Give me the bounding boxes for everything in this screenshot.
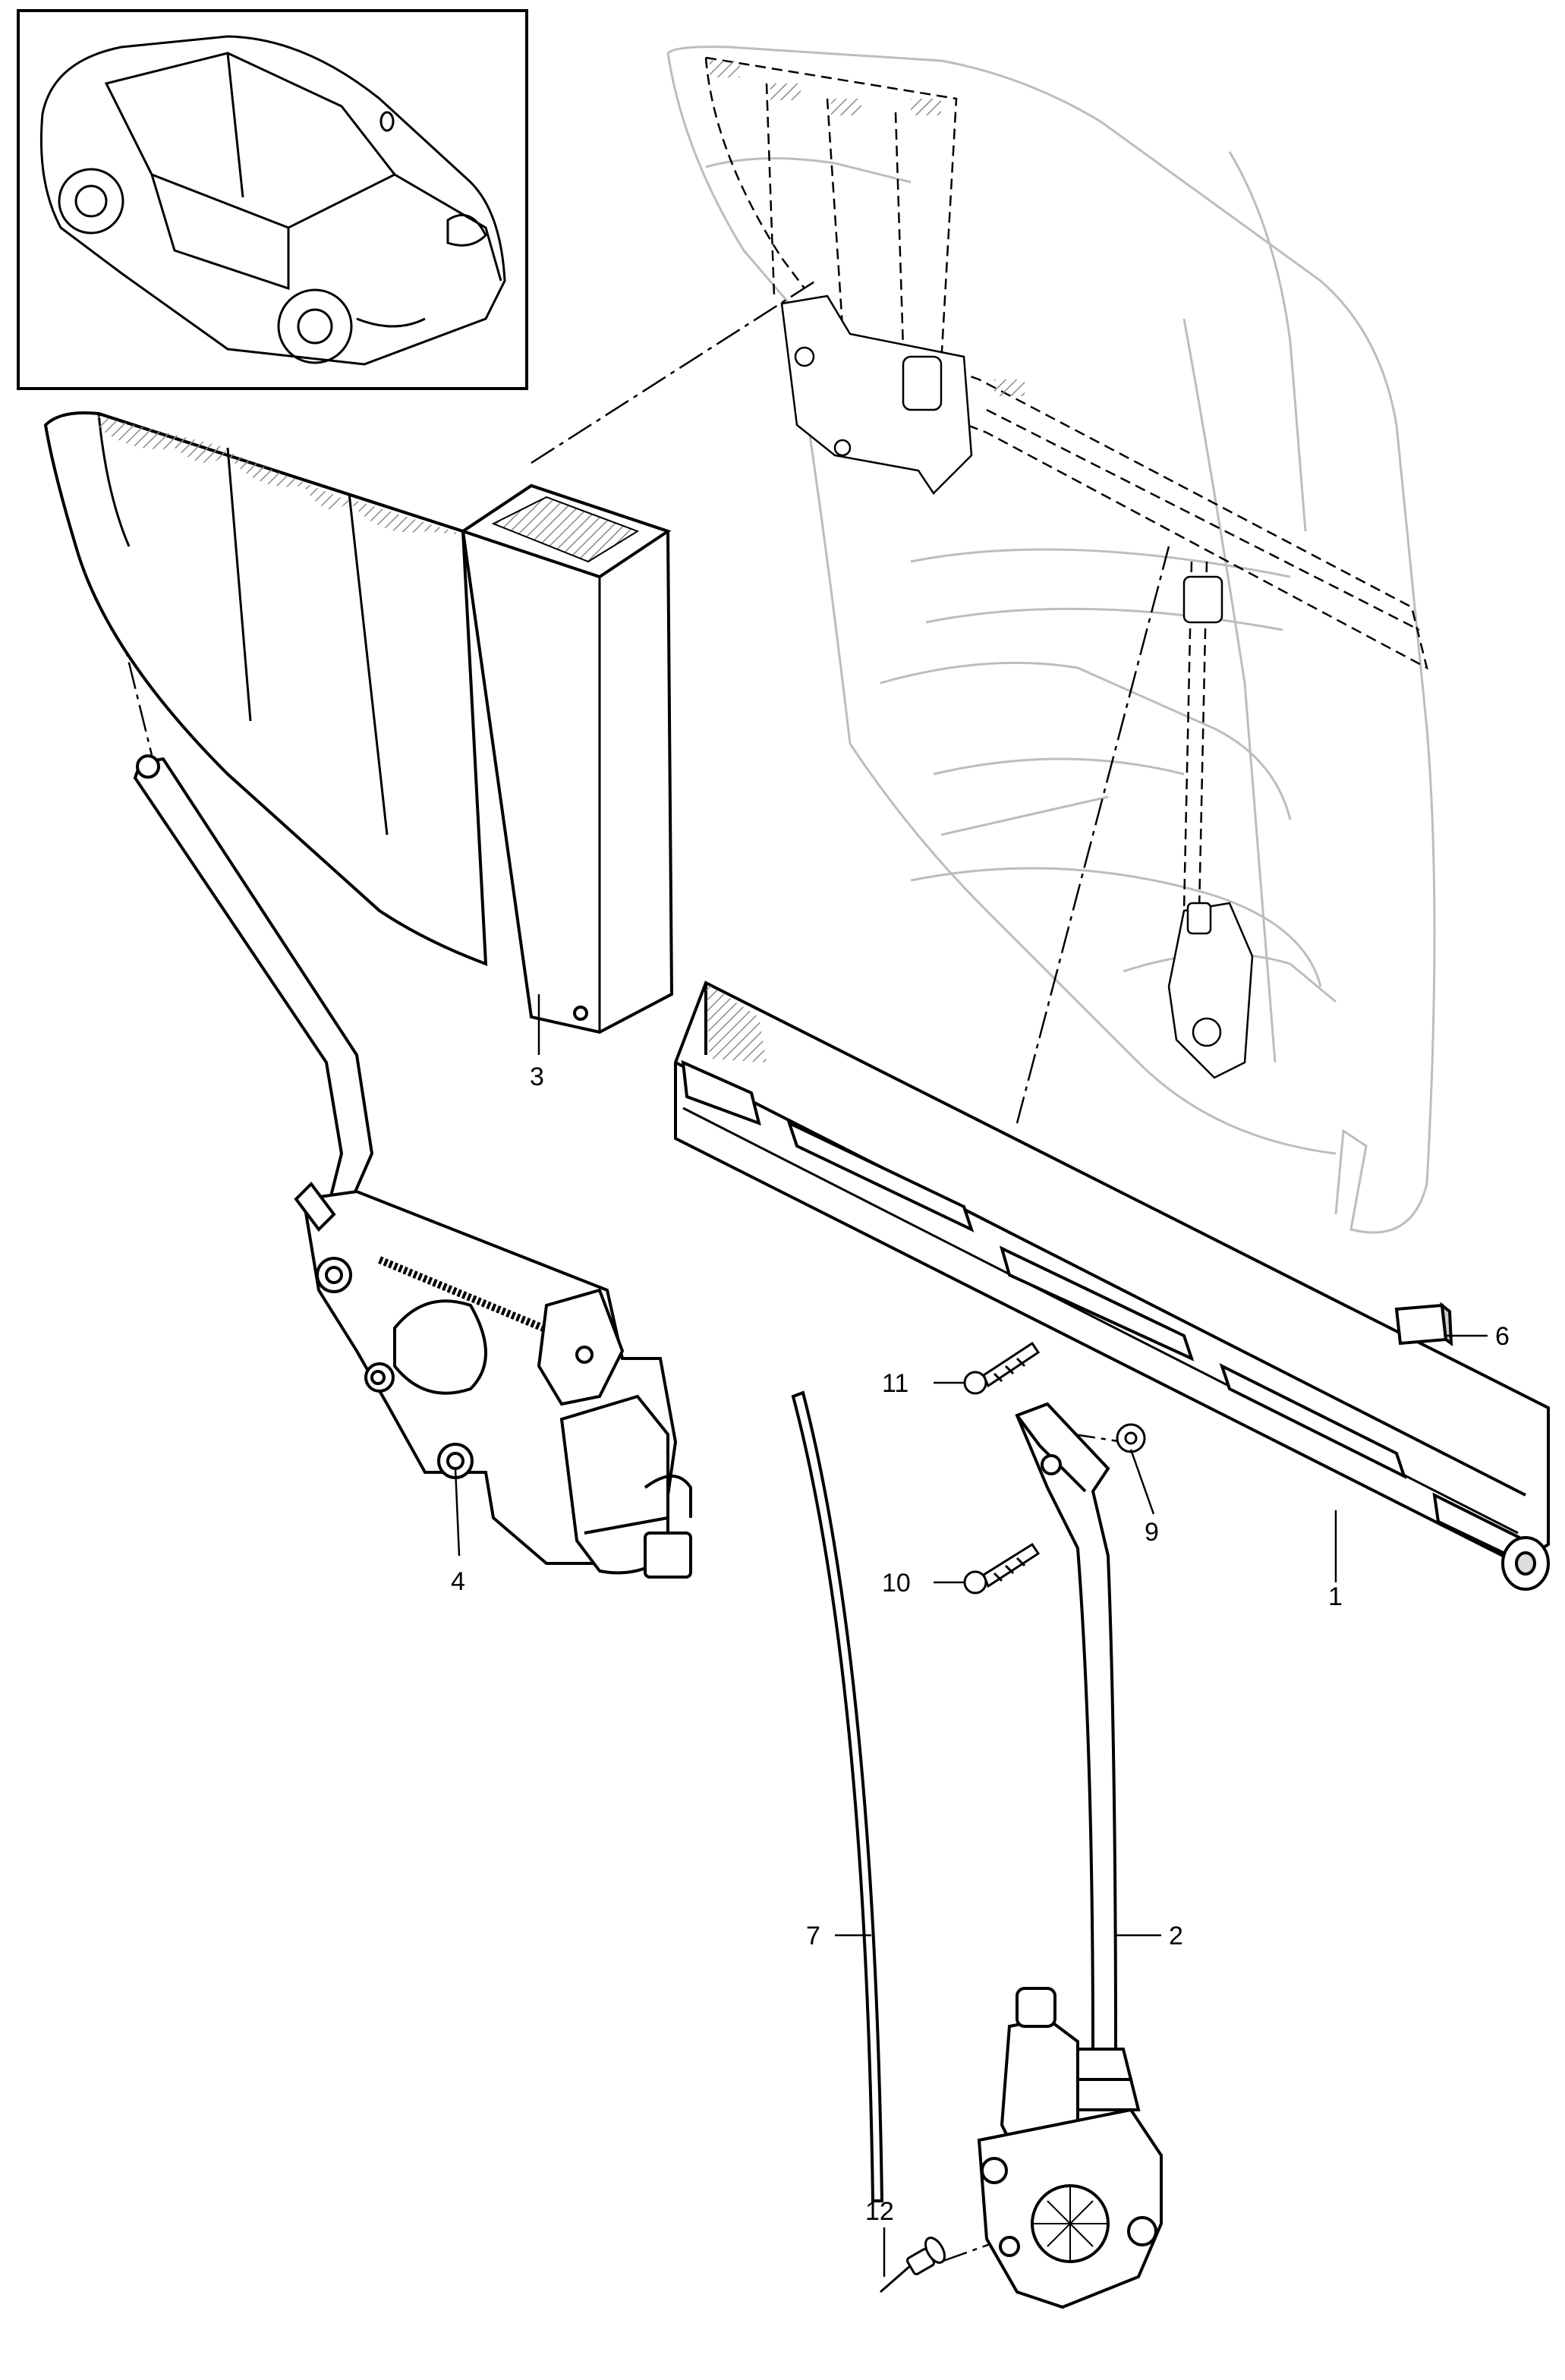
callout-11: 11 — [882, 1369, 908, 1398]
part-11-screw — [963, 1341, 1041, 1395]
callout-10: 10 — [882, 1569, 911, 1598]
callout-1: 1 — [1328, 1582, 1343, 1611]
part-7-guide-rail — [791, 1390, 884, 2202]
callout-3: 3 — [530, 1062, 544, 1091]
part-2-window-regulator — [977, 1402, 1163, 2309]
installed-hatch-marks — [710, 61, 1025, 396]
part-4-mounting-arm — [133, 754, 692, 1579]
callout-2: 2 — [1169, 1922, 1183, 1950]
vehicle-thumbnail — [17, 9, 528, 390]
callout-9: 9 — [1145, 1518, 1159, 1547]
installed-parts-phantom — [704, 56, 1428, 911]
part-1-window-channel — [674, 981, 1550, 1591]
car-illustration — [39, 35, 506, 366]
part-6-clip — [1394, 1302, 1453, 1347]
callout-6: 6 — [1495, 1322, 1510, 1351]
callout-7: 7 — [806, 1922, 820, 1950]
callout-12: 12 — [865, 2197, 894, 2226]
callout-labels: 3 4 1 6 11 10 9 7 2 12 — [451, 1062, 1510, 2226]
callout-leaders — [454, 994, 1488, 2277]
door-outline — [666, 46, 1436, 1234]
part-9-nut — [1116, 1423, 1146, 1453]
part-3-side-window — [43, 411, 674, 1034]
part-12-rivet — [880, 2237, 946, 2293]
installed-regulator-phantom — [780, 294, 1254, 1079]
callout-4: 4 — [451, 1567, 465, 1596]
part-10-screw — [963, 1542, 1041, 1595]
